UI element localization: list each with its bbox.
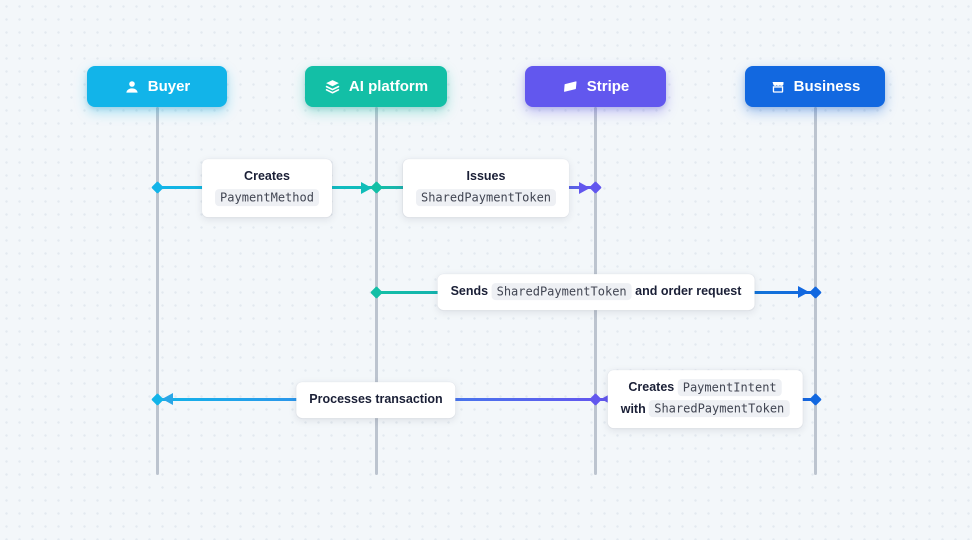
stripe-flag-icon	[562, 78, 579, 95]
storefront-icon	[770, 79, 786, 95]
code-chip: SharedPaymentToken	[649, 400, 790, 418]
arrowhead-to-ai-icon	[361, 181, 372, 194]
message-action: Creates	[244, 169, 290, 184]
message-issues-shared-payment-token: Issues SharedPaymentToken	[402, 159, 570, 217]
message-creates-payment-method: Creates PaymentMethod	[202, 159, 332, 217]
message-processes-transaction: Processes transaction	[296, 382, 456, 418]
actor-business[interactable]: Business	[745, 66, 885, 107]
message-action: Sends	[450, 284, 489, 299]
code-chip: SharedPaymentToken	[415, 189, 557, 207]
arrowhead-to-business-icon	[798, 286, 809, 298]
diamond-stripe-row3-icon	[588, 392, 602, 406]
message-suffix: and order request	[635, 284, 742, 299]
actor-stripe[interactable]: Stripe	[525, 66, 666, 107]
layers-icon	[324, 78, 341, 95]
code-chip: PaymentMethod	[215, 189, 319, 207]
message-sends-token-order-request: Sends SharedPaymentToken and order reque…	[437, 274, 755, 310]
diamond-buyer-row1-icon	[150, 181, 164, 194]
actor-ai-platform[interactable]: AI platform	[305, 66, 447, 107]
actor-buyer[interactable]: Buyer	[87, 66, 227, 107]
message-action: Processes transaction	[309, 392, 443, 407]
diamond-business-row3-icon	[808, 392, 822, 406]
code-chip: SharedPaymentToken	[491, 282, 632, 300]
code-chip: PaymentIntent	[677, 378, 782, 396]
diamond-business-row2-icon	[808, 285, 822, 299]
actor-label: AI platform	[348, 78, 429, 95]
arrowhead-to-stripe-left-icon	[601, 393, 612, 405]
message-action: Issues	[466, 169, 506, 184]
user-icon	[124, 79, 140, 95]
actor-label: Business	[793, 78, 861, 95]
actor-label: Stripe	[586, 78, 630, 95]
message-creates-payment-intent: Creates PaymentIntent with SharedPayment…	[607, 370, 803, 428]
diamond-ai-row2-icon	[369, 285, 383, 299]
actor-label: Buyer	[147, 78, 191, 95]
message-action: Creates	[628, 380, 675, 395]
arrowhead-to-buyer-icon	[162, 393, 173, 405]
diamond-stripe-row1-icon	[588, 181, 602, 194]
arrowhead-to-stripe-icon	[579, 181, 590, 194]
lifeline-buyer	[155, 107, 159, 475]
message-connector: with	[620, 402, 646, 416]
